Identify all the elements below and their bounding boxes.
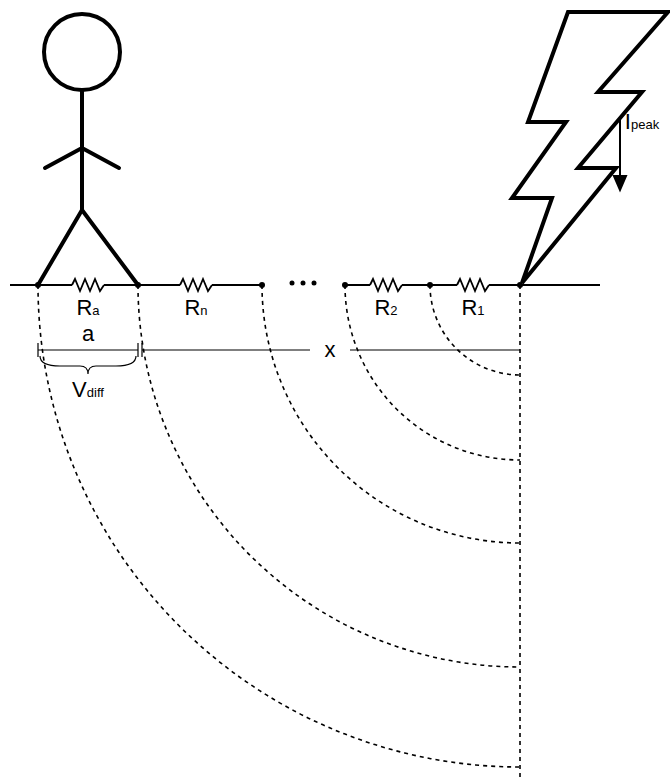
current-label: Ipeak [625,110,659,134]
resistor-label: R1 [461,296,484,320]
voltage-label: Vdiff [72,378,104,402]
current-arrow [614,118,626,190]
resistor-label: Rn [184,296,207,320]
node-dots [35,281,523,289]
dimension-lines [38,343,520,374]
resistor-label: Ra [76,296,99,320]
dimension-label: x [321,338,340,362]
current-arcs [38,285,520,780]
dimension-label: a [82,322,94,346]
resistor-label: R2 [374,296,397,320]
lightning-bolt [512,12,668,283]
resistor-symbol [72,279,489,291]
stick-figure [38,14,138,285]
